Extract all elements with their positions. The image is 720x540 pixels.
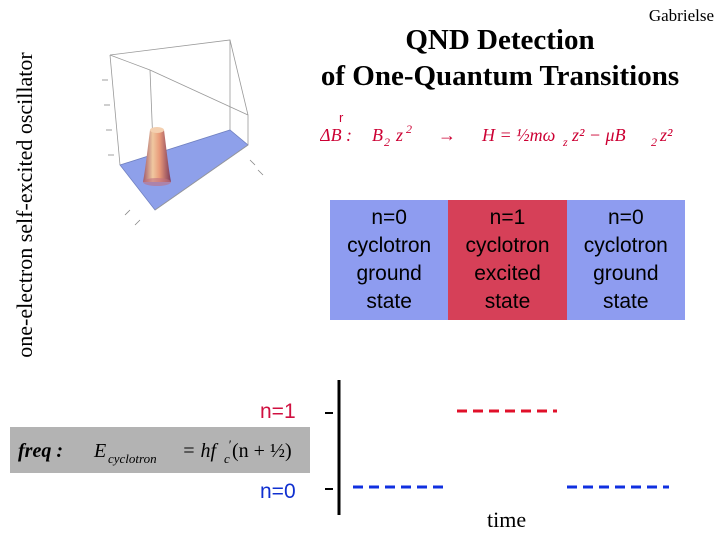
plot-box bbox=[109, 39, 249, 196]
plot-peak bbox=[143, 130, 171, 182]
frequency-equation-box: freq : E cyclotron = hf ′ c (n + ½) bbox=[10, 427, 310, 473]
freq-energy: E bbox=[93, 440, 106, 462]
slide-title: QND Detection of One-Quantum Transitions bbox=[280, 22, 720, 94]
title-line-1: QND Detection bbox=[405, 24, 595, 56]
time-axis-label: time bbox=[487, 507, 526, 532]
svg-text:z: z bbox=[562, 135, 568, 149]
state-ground-1: n=0 cyclotron ground state bbox=[330, 200, 449, 320]
svg-text:2: 2 bbox=[384, 135, 390, 149]
state-ground-2: n=0 cyclotron ground state bbox=[566, 200, 685, 320]
equation-hamiltonian: H = ½mω bbox=[481, 125, 555, 145]
freq-lhs: freq : bbox=[18, 440, 63, 462]
svg-text:2: 2 bbox=[406, 122, 412, 136]
vector-mark: r bbox=[339, 110, 344, 125]
svg-text:z²: z² bbox=[659, 125, 673, 145]
author-name: Gabrielse bbox=[648, 6, 714, 25]
state-table: n=0 cyclotron ground state n=1 cyclotron… bbox=[330, 200, 685, 320]
side-label: one-electron self-excited oscillator bbox=[0, 0, 50, 410]
svg-text:z² − μB: z² − μB bbox=[571, 125, 626, 145]
equation-lhs: ΔB : bbox=[320, 125, 352, 145]
equation-term: B bbox=[372, 125, 383, 145]
perturbation-equation: r ΔB : B 2 z 2 → H = ½mω z z² − μB 2 z² bbox=[320, 110, 673, 149]
svg-text:(n + ½): (n + ½) bbox=[232, 440, 292, 462]
title-line-2: of One-Quantum Transitions bbox=[320, 60, 680, 92]
energy-level-diagram: n=1 n=0 time bbox=[260, 380, 669, 532]
plot-base-plane bbox=[119, 129, 249, 211]
state-excited: n=1 cyclotron excited state bbox=[448, 200, 567, 320]
side-label-text: one-electron self-excited oscillator bbox=[12, 52, 37, 358]
frequency-equation: freq : E cyclotron = hf ′ c (n + ½) bbox=[18, 437, 292, 466]
equation-arrow: → bbox=[438, 125, 456, 145]
svg-text:= hf: = hf bbox=[182, 440, 218, 462]
svg-text:c: c bbox=[224, 451, 230, 466]
svg-text:2: 2 bbox=[651, 135, 657, 149]
svg-text:z: z bbox=[395, 125, 403, 145]
level-label-n1: n=1 bbox=[260, 400, 296, 423]
3d-potential-plot bbox=[102, 39, 264, 226]
level-label-n0: n=0 bbox=[260, 480, 296, 503]
svg-text:′: ′ bbox=[228, 437, 231, 452]
plot-peak-top bbox=[150, 127, 164, 133]
svg-text:cyclotron: cyclotron bbox=[108, 451, 157, 466]
